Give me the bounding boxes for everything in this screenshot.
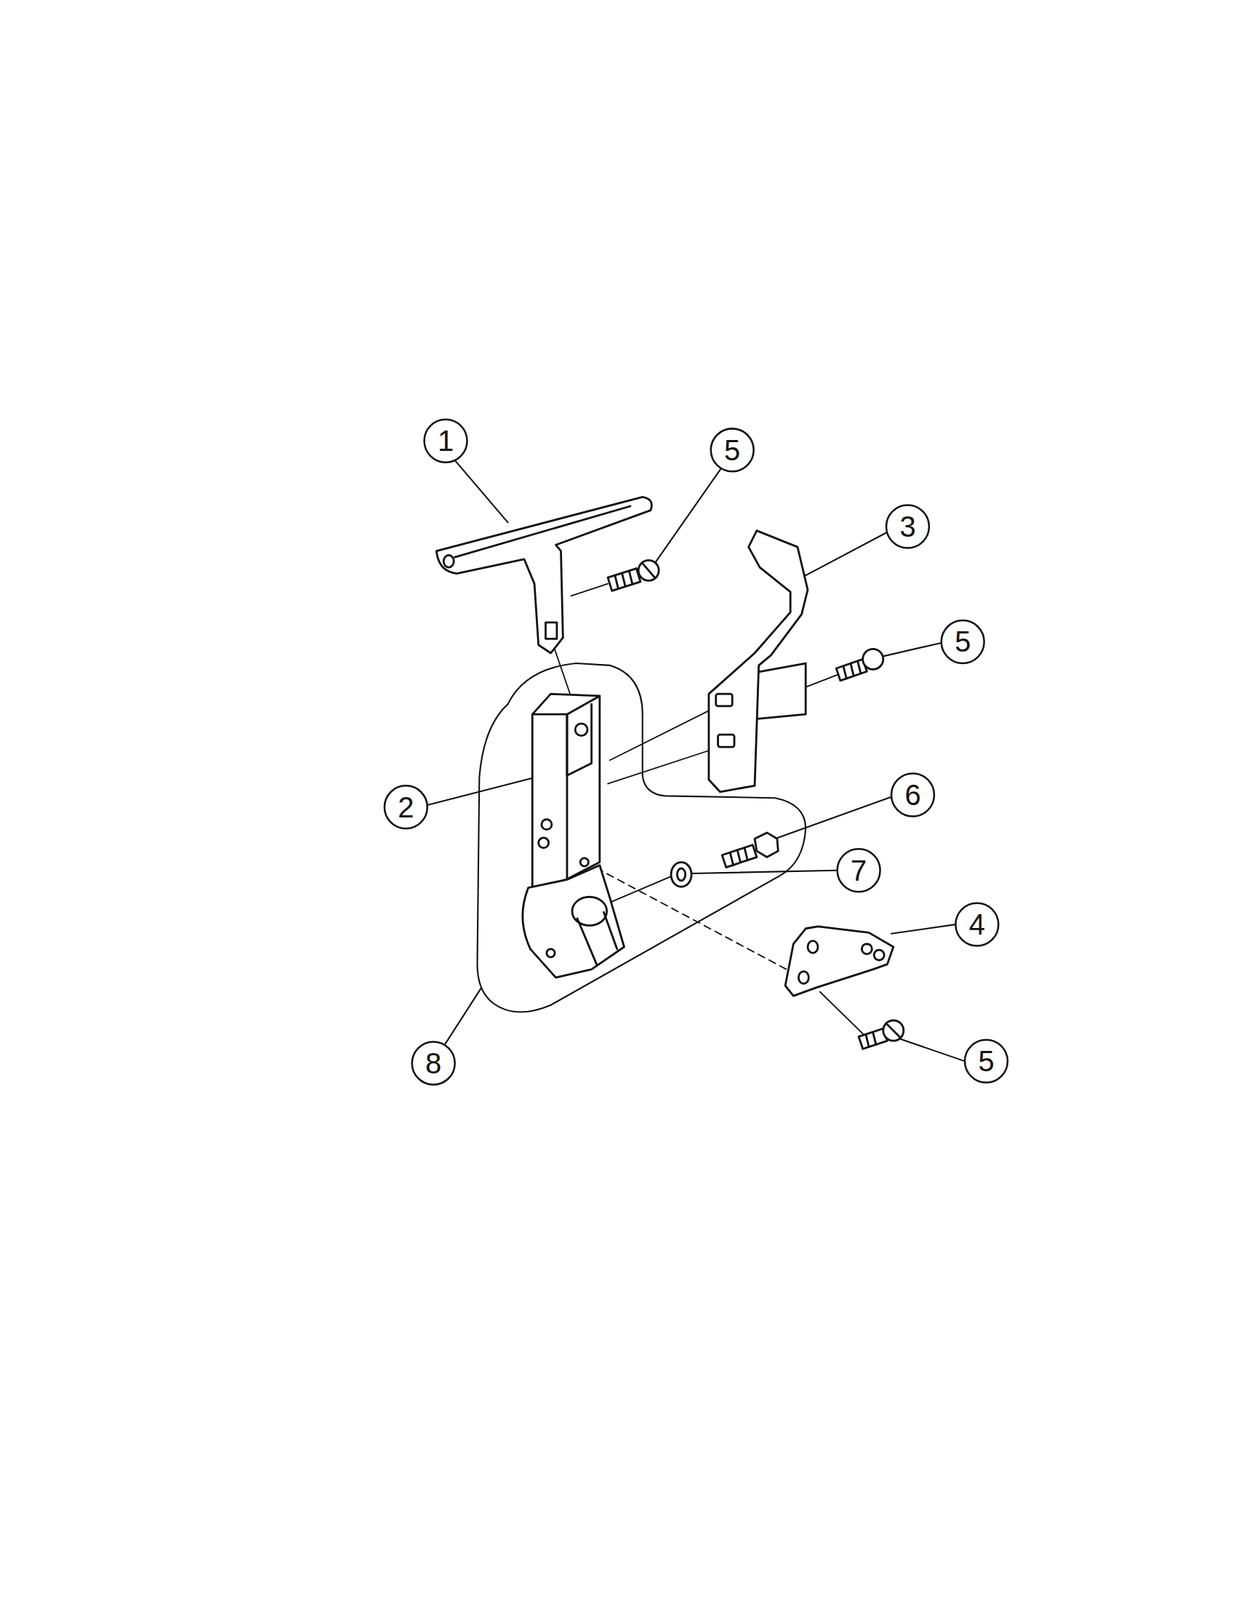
plate-part — [785, 926, 894, 996]
callout-number: 5 — [942, 620, 983, 662]
washer — [671, 862, 692, 887]
bolt — [721, 832, 778, 868]
screw — [607, 559, 659, 591]
callout-number: 6 — [892, 774, 934, 815]
screw — [836, 648, 884, 680]
lever-part — [436, 496, 652, 653]
bar-part — [522, 693, 625, 978]
leader-lines — [427, 460, 965, 1061]
callout-circles — [384, 419, 1008, 1085]
callout-number: 3 — [887, 505, 929, 547]
callout-number: 8 — [412, 1042, 454, 1084]
callout-number: 1 — [425, 420, 467, 461]
callout-number: 5 — [711, 429, 753, 471]
callout-number: 2 — [385, 786, 427, 828]
callout-number: 7 — [838, 849, 879, 891]
callout-number: 4 — [956, 903, 998, 945]
callout-number: 5 — [966, 1040, 1007, 1082]
screw — [858, 1019, 904, 1049]
bracket-part — [708, 530, 808, 792]
